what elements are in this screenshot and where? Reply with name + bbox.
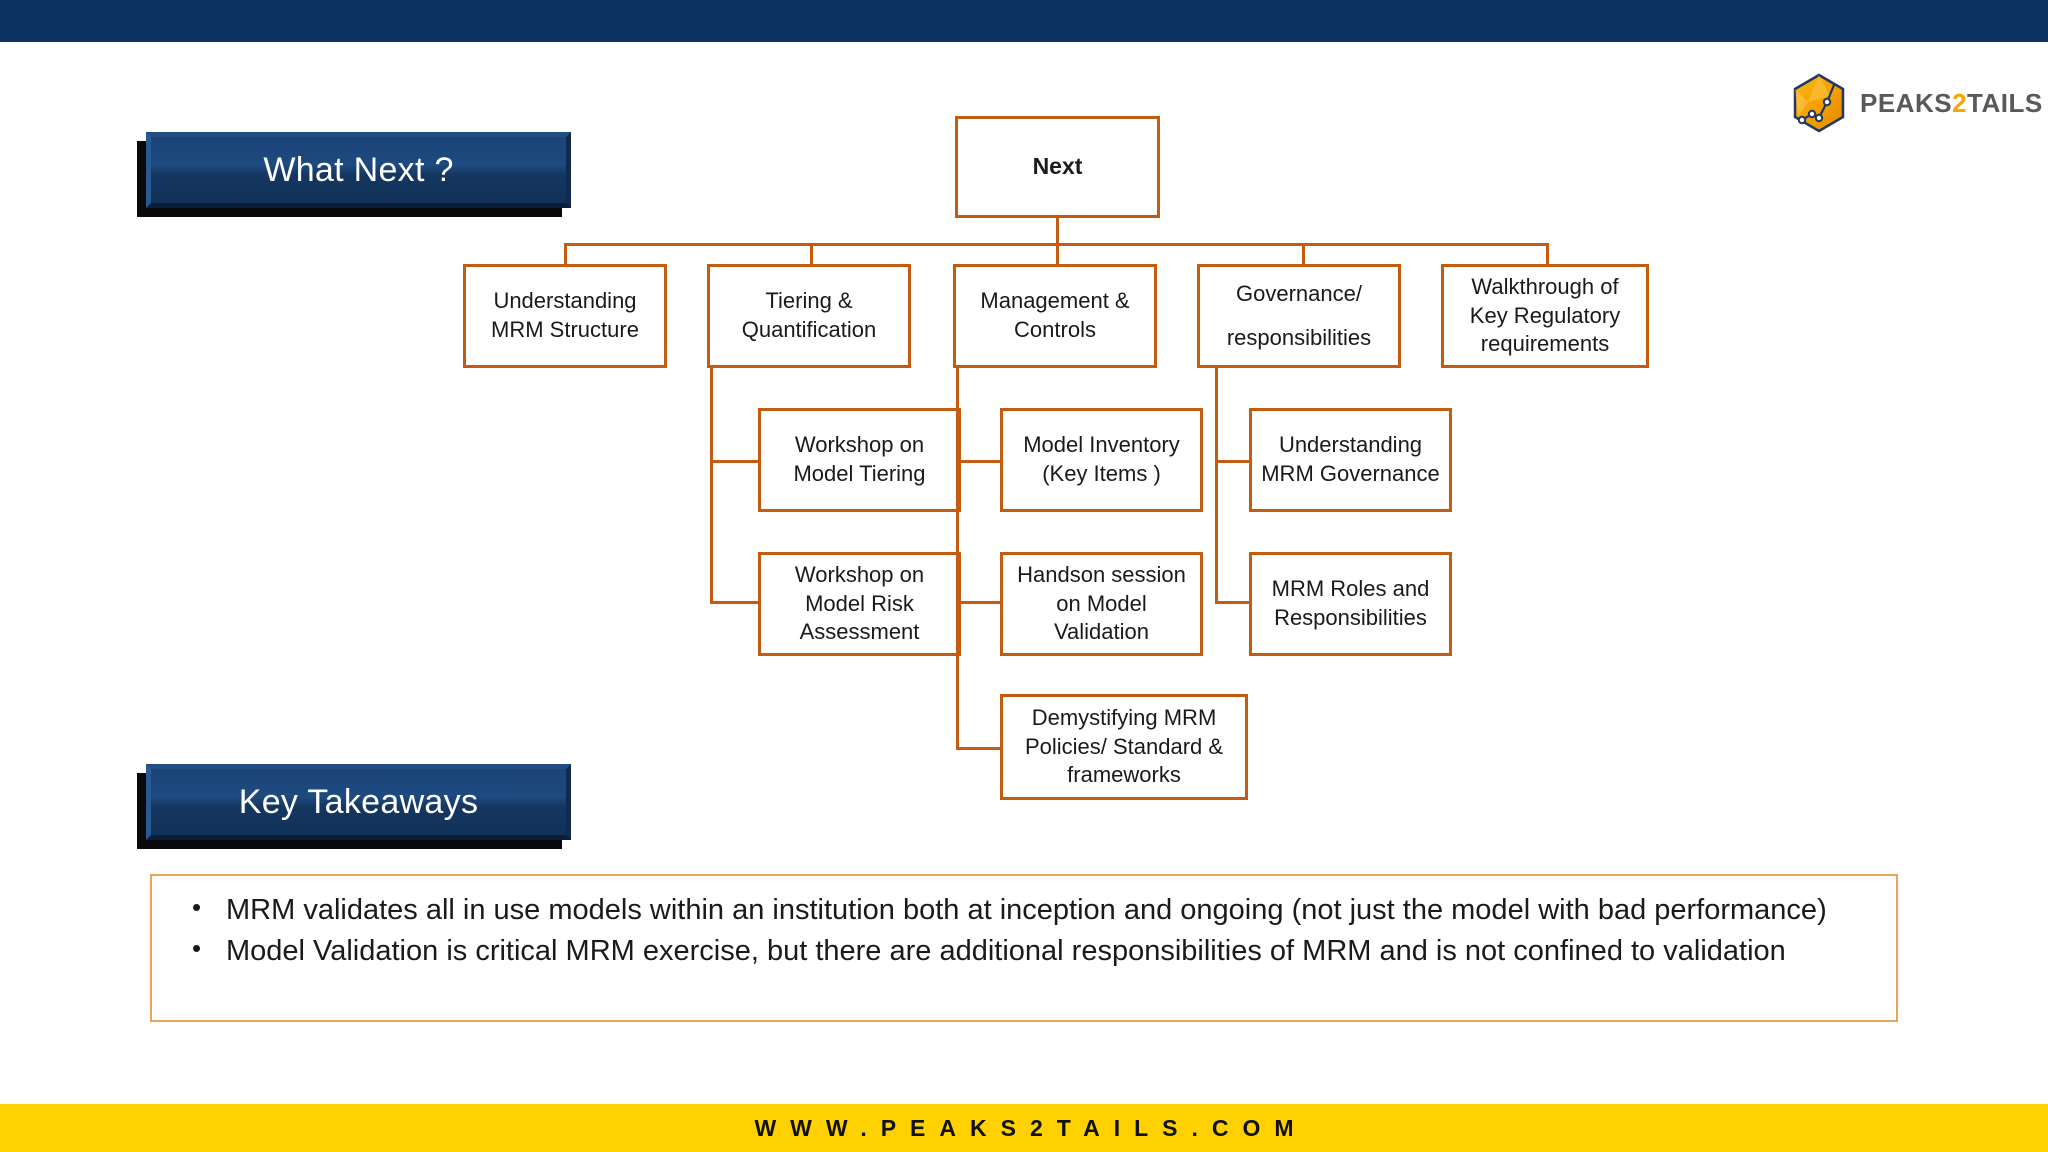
node-line1: Model Inventory	[1023, 432, 1180, 458]
node-line2: Key Regulatory	[1469, 302, 1621, 328]
node-line2: Controls	[1014, 317, 1096, 342]
node-line1: Handson session	[1017, 562, 1186, 588]
node-demystifying-mrm-policies-standard-frameworks[interactable]: Demystifying MRM Policies/ Standard & fr…	[1000, 694, 1248, 800]
connector-management-stub-1	[956, 460, 1000, 463]
node-line3: frameworks	[1067, 762, 1181, 788]
node-line1: Tiering &	[765, 288, 853, 314]
node-line1: MRM Roles and	[1271, 576, 1430, 602]
node-root-label: Next	[1032, 153, 1083, 180]
brand-wordmark: PEAKS2TAILS	[1860, 88, 2043, 119]
connector-management-stub-3	[956, 747, 1000, 750]
connector-management-stub-2	[956, 601, 1000, 604]
connector-drop-1	[564, 243, 567, 265]
node-governance-responsibilities[interactable]: Governance/ responsibilities	[1197, 264, 1401, 368]
node-walkthrough-key-regulatory-requirements[interactable]: Walkthrough of Key Regulatory requiremen…	[1441, 264, 1649, 368]
node-line2: Quantification	[741, 317, 877, 342]
hexagon-peaks-logo-icon	[1788, 72, 1850, 134]
brand-name-accent: 2	[1952, 87, 1968, 118]
node-label: MRM Roles and Responsibilities	[1272, 575, 1430, 632]
node-label: Workshop on Model Tiering	[793, 431, 925, 488]
node-management-controls[interactable]: Management & Controls	[953, 264, 1157, 368]
list-item: Model Validation is critical MRM exercis…	[178, 930, 1870, 972]
node-label: Understanding MRM Governance	[1261, 431, 1440, 488]
node-label: Workshop on Model Risk Assessment	[795, 561, 924, 647]
banner-key-takeaways: Key Takeaways	[146, 764, 571, 840]
node-tiering-quantification[interactable]: Tiering & Quantification	[707, 264, 911, 368]
node-label: Walkthrough of Key Regulatory requiremen…	[1470, 273, 1620, 359]
banner-what-next-label: What Next ?	[263, 150, 454, 189]
node-model-inventory-key-items[interactable]: Model Inventory (Key Items )	[1000, 408, 1203, 512]
connector-tiering-stub-1	[710, 460, 758, 463]
node-line1: Understanding	[493, 288, 637, 314]
node-root[interactable]: Next	[955, 116, 1160, 218]
connector-governance-stub-2	[1215, 601, 1249, 604]
connector-drop-5	[1546, 243, 1549, 265]
brand-logo: PEAKS2TAILS	[1788, 72, 2042, 134]
node-understanding-mrm-governance[interactable]: Understanding MRM Governance	[1249, 408, 1452, 512]
node-workshop-on-model-risk-assessment[interactable]: Workshop on Model Risk Assessment	[758, 552, 961, 656]
node-label: Understanding MRM Structure	[491, 287, 639, 344]
connector-drop-3	[1056, 243, 1059, 265]
node-line1: Management &	[980, 288, 1130, 314]
connector-governance-spine	[1215, 368, 1218, 604]
node-line2: MRM Structure	[491, 317, 639, 342]
node-line1: Governance/	[1236, 281, 1362, 306]
connector-governance-stub-1	[1215, 460, 1249, 463]
key-takeaways-list: MRM validates all in use models within a…	[178, 889, 1870, 972]
list-item: MRM validates all in use models within a…	[178, 889, 1870, 931]
banner-what-next: What Next ?	[146, 132, 571, 208]
node-workshop-on-model-tiering[interactable]: Workshop on Model Tiering	[758, 408, 961, 512]
node-label: Model Inventory (Key Items )	[1023, 431, 1180, 488]
node-line2: (Key Items )	[1042, 461, 1161, 486]
footer-bar: WWW.PEAKS2TAILS.COM	[0, 1104, 2048, 1152]
connector-tiering-spine	[710, 368, 713, 604]
connector-tiering-stub-2	[710, 601, 758, 604]
top-navy-bar	[0, 0, 2048, 42]
key-takeaways-box: MRM validates all in use models within a…	[150, 874, 1898, 1022]
node-line2: Policies/ Standard &	[1024, 733, 1224, 759]
banner-key-takeaways-label: Key Takeaways	[238, 782, 479, 821]
node-line1: Understanding	[1278, 432, 1423, 458]
node-line2: Model Tiering	[793, 461, 926, 486]
node-line2: MRM Governance	[1261, 461, 1440, 486]
connector-drop-2	[810, 243, 813, 265]
node-line2: Model Risk	[805, 590, 914, 616]
brand-name-part2: TAILS	[1967, 87, 2043, 118]
brand-name-part1: PEAKS	[1860, 87, 1953, 118]
node-line3: requirements	[1480, 331, 1610, 357]
node-line1: Demystifying MRM	[1031, 705, 1217, 731]
connector-drop-4	[1302, 243, 1305, 265]
node-understanding-mrm-structure[interactable]: Understanding MRM Structure	[463, 264, 667, 368]
node-line1: Workshop on	[794, 562, 925, 588]
node-line2: Responsibilities	[1274, 605, 1427, 630]
node-line2: on Model	[1056, 590, 1147, 616]
connector-root-stem	[1056, 218, 1059, 244]
node-label: Tiering & Quantification	[742, 287, 877, 344]
node-line3: Assessment	[799, 619, 920, 645]
node-line3: Validation	[1054, 619, 1149, 645]
node-line1: Walkthrough of	[1471, 274, 1619, 300]
node-line2: responsibilities	[1226, 325, 1372, 350]
node-label: Management & Controls	[980, 287, 1129, 344]
footer-website-url: WWW.PEAKS2TAILS.COM	[754, 1114, 1308, 1141]
node-label: Demystifying MRM Policies/ Standard & fr…	[1025, 704, 1223, 790]
node-handson-session-on-model-validation[interactable]: Handson session on Model Validation	[1000, 552, 1203, 656]
node-label: Governance/ responsibilities	[1227, 272, 1371, 360]
node-label: Handson session on Model Validation	[1017, 561, 1186, 647]
connector-distributor	[564, 243, 1549, 246]
node-line1: Workshop on	[794, 432, 925, 458]
node-mrm-roles-and-responsibilities[interactable]: MRM Roles and Responsibilities	[1249, 552, 1452, 656]
